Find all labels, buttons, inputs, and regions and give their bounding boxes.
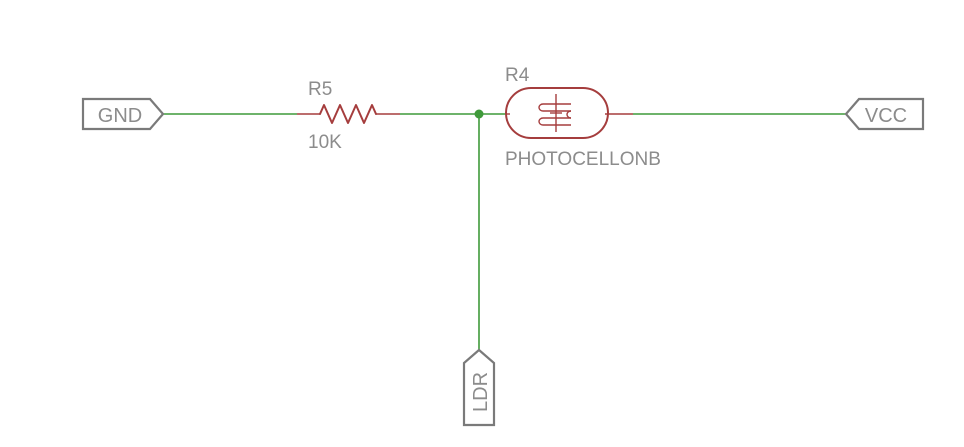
r4-designator: R4 [505,65,530,86]
r5-designator: R5 [308,79,332,100]
gnd-port-label: GND [98,105,142,127]
vcc-port-label: VCC [865,105,907,127]
vcc-port[interactable]: VCC [844,97,925,131]
r5-resistor[interactable]: R5 10K [297,79,400,153]
r4-body [505,87,609,139]
gnd-port[interactable]: GND [81,97,165,131]
r4-photocell[interactable]: R4 PHOTOCELLONB [505,65,661,170]
ldr-port[interactable]: LDR [462,348,496,427]
ldr-port-label: LDR [470,372,492,412]
r5-zigzag [319,104,377,124]
r4-value: PHOTOCELLONB [505,149,661,170]
r4-element-icon [538,94,572,132]
r5-value: 10K [308,132,342,153]
junction-dot [474,109,484,119]
